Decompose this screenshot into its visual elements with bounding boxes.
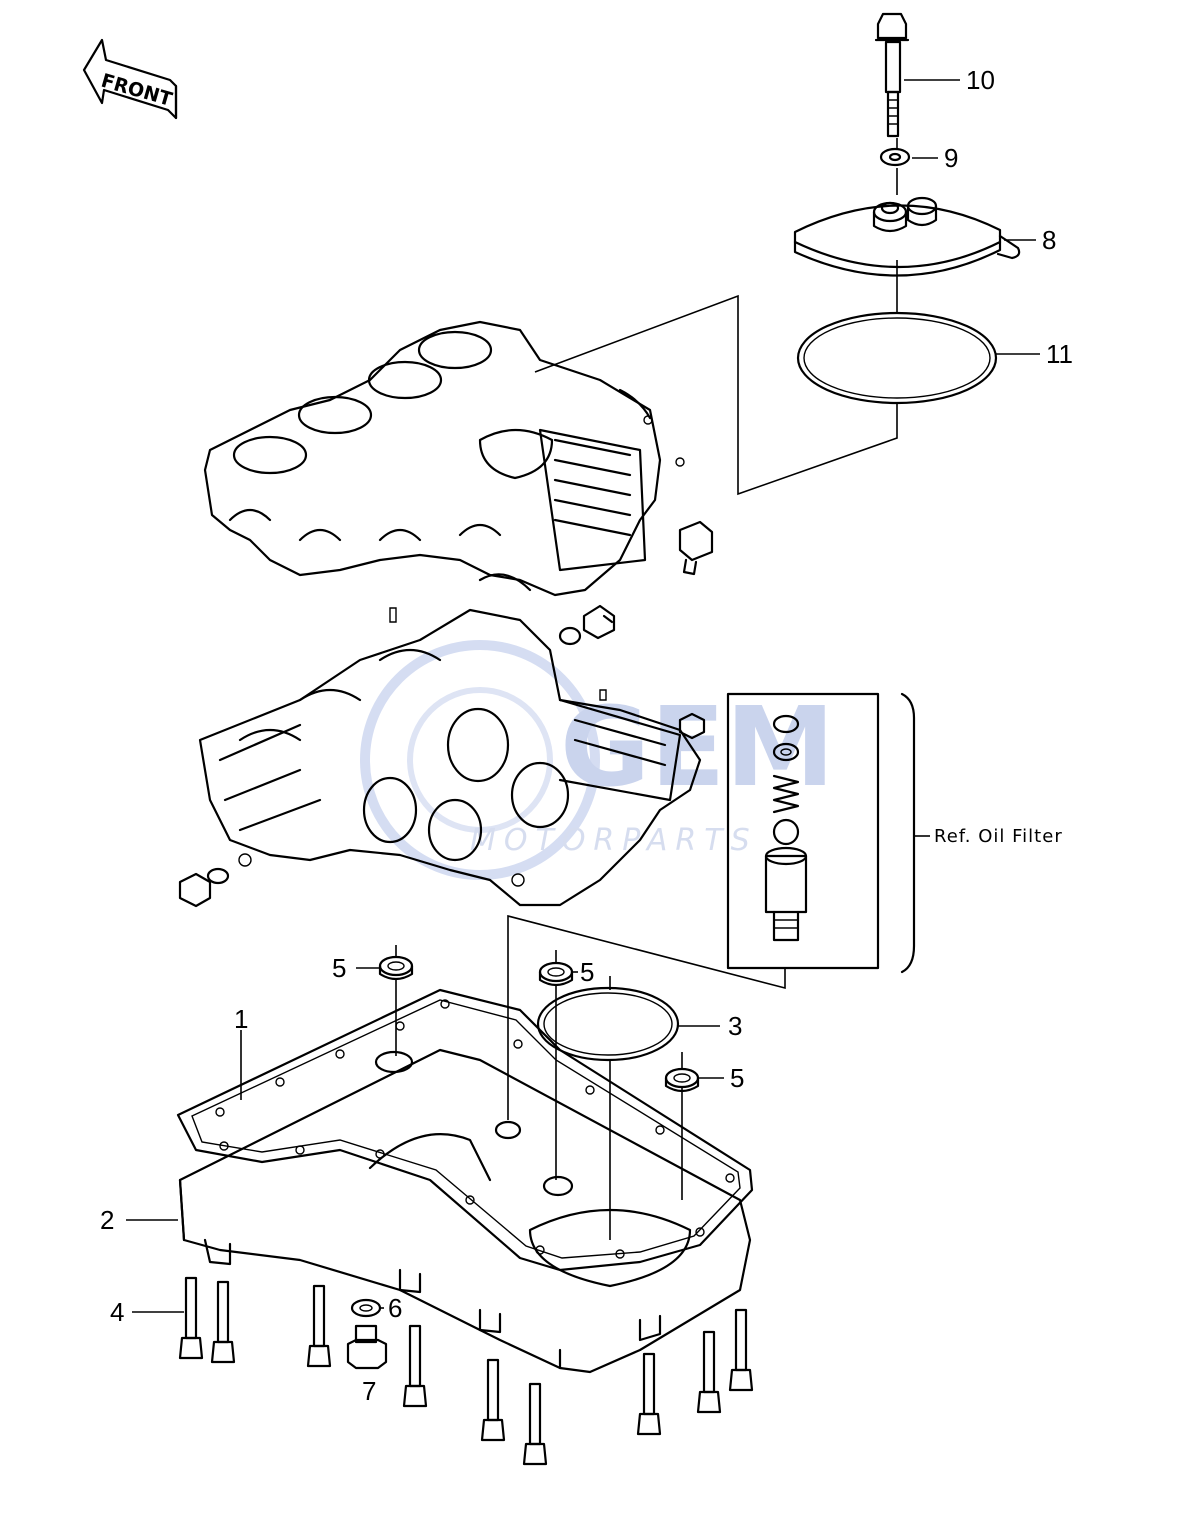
bolt	[402, 1324, 428, 1408]
part-8-filter-cover	[793, 196, 1021, 277]
bolt	[178, 1276, 204, 1360]
lower-crankcase	[198, 608, 702, 907]
assembly-axis-line	[534, 138, 898, 496]
part-10-bolt	[874, 12, 910, 138]
callout-4: 4	[110, 1297, 124, 1327]
bolt	[210, 1280, 236, 1364]
part-5-seal-b	[538, 961, 574, 987]
callout-5b: 5	[580, 957, 594, 987]
oil-pressure-switch	[678, 520, 714, 576]
callout-11: 11	[1046, 339, 1073, 369]
bolt	[306, 1284, 332, 1368]
front-arrow-icon: FRONT	[82, 38, 178, 120]
callout-3: 3	[728, 1011, 742, 1041]
callout-5c: 5	[730, 1063, 744, 1093]
callout-6: 6	[388, 1293, 402, 1323]
callout-9: 9	[944, 143, 958, 173]
callout-8: 8	[1042, 225, 1056, 255]
callout-2: 2	[100, 1205, 114, 1235]
bolt	[696, 1330, 722, 1414]
leader-ref-box	[507, 914, 786, 990]
part-6-washer	[350, 1298, 382, 1318]
part-3-o-ring	[536, 986, 680, 1062]
watermark-name: GEM	[560, 683, 835, 811]
callout-10: 10	[966, 65, 995, 95]
ref-oil-filter-note: Ref. Oil Filter	[934, 826, 1063, 847]
callout-7: 7	[362, 1376, 376, 1406]
part-5-seal-c	[664, 1067, 700, 1093]
part-11-o-ring	[796, 311, 998, 405]
watermark-sub: MOTORPARTS	[470, 823, 758, 858]
part-9-washer	[879, 147, 911, 167]
part-2-oil-pan	[178, 1048, 752, 1374]
bolt	[636, 1352, 662, 1436]
bolt	[728, 1308, 754, 1392]
callout-leaders	[126, 79, 1040, 1313]
ref-oil-filter-box: Ref. Oil Filter	[726, 692, 1063, 974]
bolt	[522, 1382, 548, 1466]
watermark: GEM MOTORPARTS	[360, 640, 835, 880]
assembly-lines	[395, 945, 683, 1240]
callout-1: 1	[234, 1004, 248, 1034]
part-1-gasket	[176, 988, 754, 1272]
front-label: FRONT	[99, 70, 175, 111]
plug-parts	[178, 604, 706, 908]
bolt	[480, 1358, 506, 1442]
part-5-seal-a	[378, 955, 414, 981]
callout-labels: 10 9 8 11 5 5 5 1 3 2 4 6 7	[100, 65, 1073, 1406]
upper-crankcase	[203, 320, 685, 597]
part-7-drain-plug	[346, 1324, 388, 1370]
part-4-bolts	[178, 1276, 754, 1466]
callout-5a: 5	[332, 953, 346, 983]
